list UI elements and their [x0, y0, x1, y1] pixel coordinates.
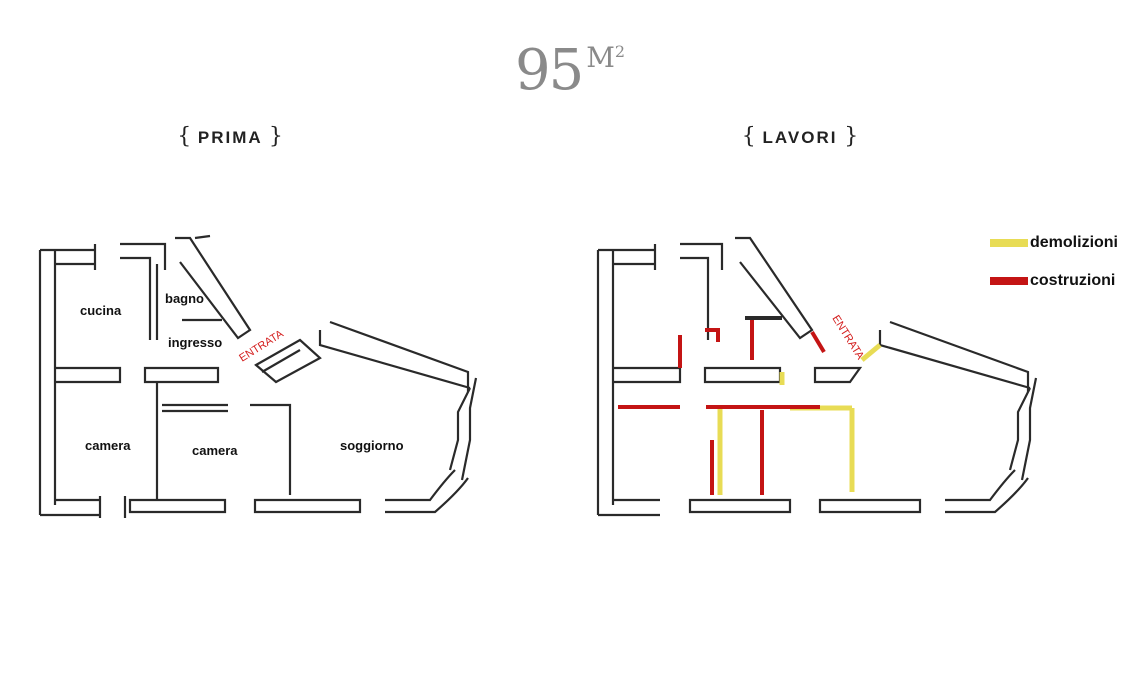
- area-unit-exponent: 2: [614, 42, 626, 61]
- room-camera-1: camera: [85, 438, 131, 453]
- plan-after-walls: [596, 236, 1038, 517]
- room-cucina: cucina: [80, 303, 122, 318]
- entrata-label-after: ENTRATA: [829, 313, 866, 362]
- room-ingresso: ingresso: [168, 335, 222, 350]
- demolizioni-walls: [717, 343, 882, 495]
- brace-close: }: [268, 124, 283, 149]
- legend-swatch-red: [990, 277, 1028, 285]
- legend-costruzioni: costruzioni: [990, 272, 1115, 290]
- plan-after: ENTRATA: [596, 236, 1038, 517]
- room-soggiorno: soggiorno: [340, 438, 404, 453]
- brace-close: }: [844, 124, 859, 149]
- area-unit-letter: M: [586, 41, 615, 74]
- area-unit: M2: [586, 41, 625, 74]
- heading-lavori-label: LAVORI: [762, 128, 838, 147]
- heading-prima-label: PRIMA: [197, 128, 263, 147]
- legend-swatch-yellow: [990, 239, 1028, 247]
- plan-before-walls: [38, 234, 478, 518]
- legend-demolizioni: demolizioni: [990, 234, 1118, 252]
- plan-after-labels: ENTRATA: [829, 313, 866, 362]
- heading-lavori: { LAVORI }: [650, 124, 950, 149]
- brace-open: {: [177, 124, 192, 149]
- legend-demolizioni-label: demolizioni: [1030, 234, 1118, 251]
- legend-costruzioni-label: costruzioni: [1030, 272, 1116, 289]
- brace-open: {: [741, 124, 756, 149]
- room-camera-2: camera: [192, 443, 238, 458]
- room-bagno: bagno: [165, 291, 204, 306]
- plan-before: cucina bagno ingresso camera camera sogg…: [38, 234, 478, 518]
- area-number: 95: [514, 38, 584, 103]
- costruzioni-walls: [618, 320, 826, 495]
- heading-prima: { PRIMA }: [80, 124, 380, 149]
